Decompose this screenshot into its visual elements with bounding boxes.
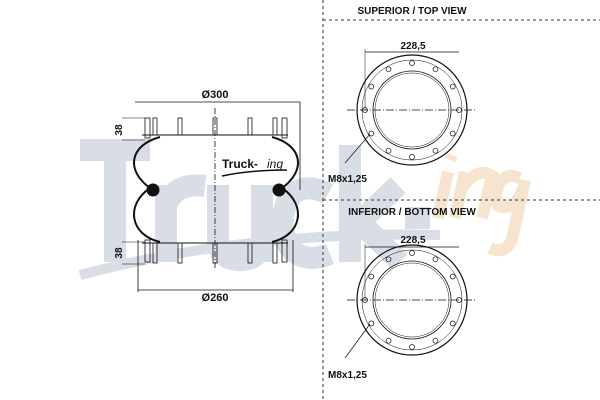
side-view <box>122 101 301 292</box>
bolt-hole <box>368 320 375 327</box>
watermark-suffix <box>432 152 531 257</box>
bolt-hole <box>409 154 415 160</box>
bottom-bolt-circle-label: 228,5 <box>400 235 425 246</box>
bolt-hole <box>368 273 375 280</box>
bolt-hole <box>385 66 392 73</box>
bolt-hole <box>409 60 415 66</box>
bolt-hole <box>449 130 456 137</box>
bolt-hole <box>385 256 392 263</box>
top-view-title: SUPERIOR / TOP VIEW <box>357 6 467 17</box>
height-top-label: 38 <box>114 124 125 136</box>
bolt-hole <box>432 256 439 263</box>
bolt-hole <box>432 147 439 154</box>
thread-leader-line <box>344 323 371 359</box>
bottom-view-flange <box>344 244 477 359</box>
logo: Truck- ing <box>221 157 288 177</box>
bottom-view-title: INFERIOR / BOTTOM VIEW <box>348 207 476 218</box>
bolt-hole <box>409 344 415 350</box>
logo-main: Truck- <box>222 157 258 171</box>
bolt-hole <box>432 337 439 344</box>
bolt-hole <box>368 130 375 137</box>
bolt-hole <box>449 273 456 280</box>
bottom-thread-label: M8x1,25 <box>328 370 367 381</box>
watermark-main <box>80 139 430 272</box>
bolt-hole <box>449 83 456 90</box>
bolt-hole <box>385 147 392 154</box>
top-thread-label: M8x1,25 <box>328 174 367 185</box>
diameter-bottom-label: Ø260 <box>202 292 229 304</box>
bolt-hole <box>368 83 375 90</box>
diameter-top-label: Ø300 <box>202 89 229 101</box>
thread-leader-line <box>344 133 371 164</box>
height-bottom-label: 38 <box>114 247 125 259</box>
logo-suffix: ing <box>267 157 283 171</box>
bolt-hole <box>449 320 456 327</box>
bolt-hole <box>432 66 439 73</box>
bolt-hole <box>385 337 392 344</box>
top-view-flange <box>344 49 477 166</box>
watermark <box>78 139 531 280</box>
top-bolt-circle-label: 228,5 <box>400 41 425 52</box>
bolt-hole <box>409 250 415 256</box>
